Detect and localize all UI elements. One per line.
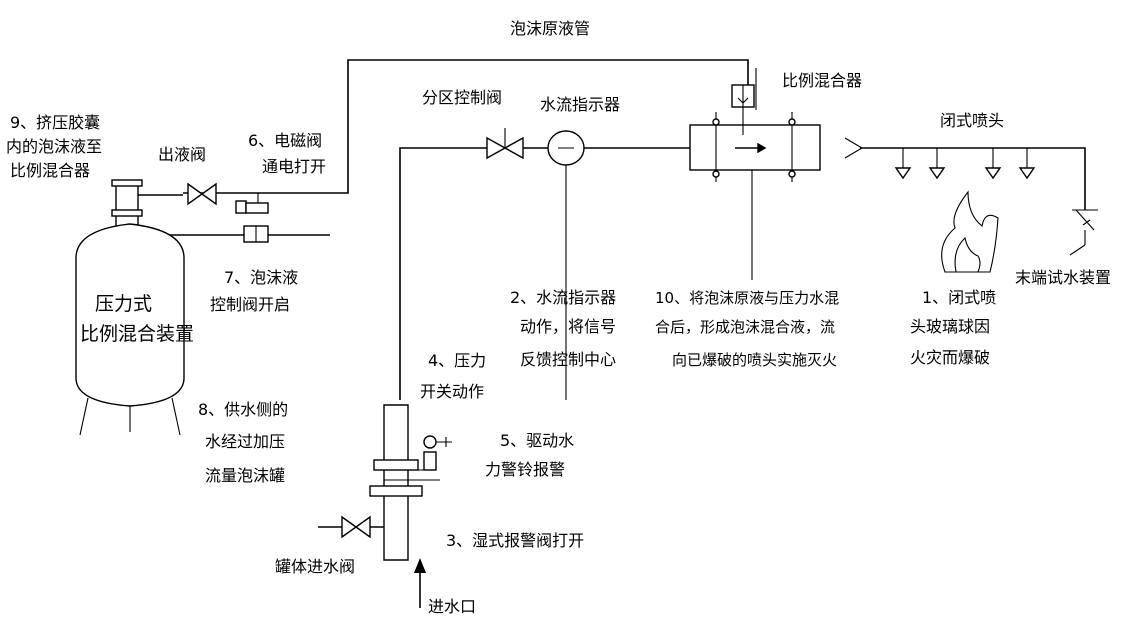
foam-pipe-label: 泡沫原液管 bbox=[510, 19, 590, 38]
water-inlet-label: 进水口 bbox=[428, 597, 476, 616]
step4-label-line2: 开关动作 bbox=[420, 382, 484, 401]
sprinkler-branch-pipe bbox=[860, 147, 1086, 210]
step6-label-line1: 6、电磁阀 bbox=[248, 131, 322, 150]
step1-label-line3: 火灾而爆破 bbox=[910, 348, 990, 367]
step2-label-line3: 反馈控制中心 bbox=[520, 350, 616, 369]
pressure-proportioner-tank bbox=[75, 179, 185, 436]
tank-label-line2: 比例混合装置 bbox=[80, 323, 194, 345]
step7-label-line2: 控制阀开启 bbox=[210, 295, 290, 314]
end-test-device-icon bbox=[1069, 209, 1098, 256]
tank-inlet-label: 罐体进水阀 bbox=[275, 557, 355, 576]
tank-label-line1: 压力式 bbox=[95, 293, 152, 315]
step9-label-line3: 比例混合器 bbox=[10, 161, 90, 180]
foam-control-valve-icon bbox=[243, 225, 269, 243]
step4-label-line1: 4、压力 bbox=[428, 351, 486, 370]
proportioner-mixer bbox=[689, 84, 864, 182]
zone-control-valve-icon bbox=[486, 128, 524, 160]
step10-label-line2: 合后，形成泡沫混合液，流 bbox=[655, 318, 835, 336]
step3-label: 3、湿式报警阀打开 bbox=[446, 531, 584, 550]
step2-label-line2: 动作，将信号 bbox=[520, 317, 616, 336]
solenoid-valve-icon bbox=[235, 192, 269, 214]
flow-indicator-label: 水流指示器 bbox=[540, 95, 620, 114]
step8-label-line2: 水经过加压 bbox=[205, 432, 285, 451]
step10-label-line3: 向已爆破的喷头实施灭火 bbox=[672, 351, 837, 369]
zone-valve-label: 分区控制阀 bbox=[422, 88, 502, 107]
step1-label-line2: 头玻璃球因 bbox=[910, 317, 990, 336]
outlet-valve-label: 出液阀 bbox=[158, 145, 206, 164]
step9-label-line1: 9、挤压胶囊 bbox=[10, 113, 100, 132]
leader-lines bbox=[751, 68, 1091, 280]
foam-concentrate-pipe bbox=[183, 59, 749, 194]
water-inlet-arrow-icon bbox=[414, 558, 426, 608]
step10-label-line1: 10、将泡沫原液与压力水混 bbox=[655, 289, 839, 307]
outlet-valve-icon bbox=[187, 182, 217, 206]
step6-label-line2: 通电打开 bbox=[262, 157, 326, 176]
main-water-pipe bbox=[399, 147, 690, 400]
proportioner-label: 比例混合器 bbox=[782, 71, 862, 90]
step5-label-line1: 5、驱动水 bbox=[500, 431, 574, 450]
step8-label-line1: 8、供水侧的 bbox=[198, 400, 288, 419]
step5-label-line2: 力警铃报警 bbox=[485, 460, 565, 479]
step1-label-line1: 1、闭式喷 bbox=[922, 288, 996, 307]
fire-icon bbox=[941, 190, 999, 273]
tank-inlet-valve-icon bbox=[341, 515, 371, 539]
step7-label-line1: 7、泡沫液 bbox=[224, 268, 298, 287]
step2-label-line1: 2、水流指示器 bbox=[510, 288, 616, 307]
step9-label-line2: 内的泡沫液至 bbox=[6, 137, 102, 156]
closed-sprinklers bbox=[894, 148, 1036, 180]
end-test-label: 末端试水装置 bbox=[1015, 268, 1111, 287]
closed-sprinkler-label: 闭式喷头 bbox=[940, 111, 1004, 130]
step8-label-line3: 流量泡沫罐 bbox=[205, 466, 285, 485]
wet-alarm-valve bbox=[369, 404, 452, 561]
flow-indicator-icon bbox=[547, 130, 585, 400]
